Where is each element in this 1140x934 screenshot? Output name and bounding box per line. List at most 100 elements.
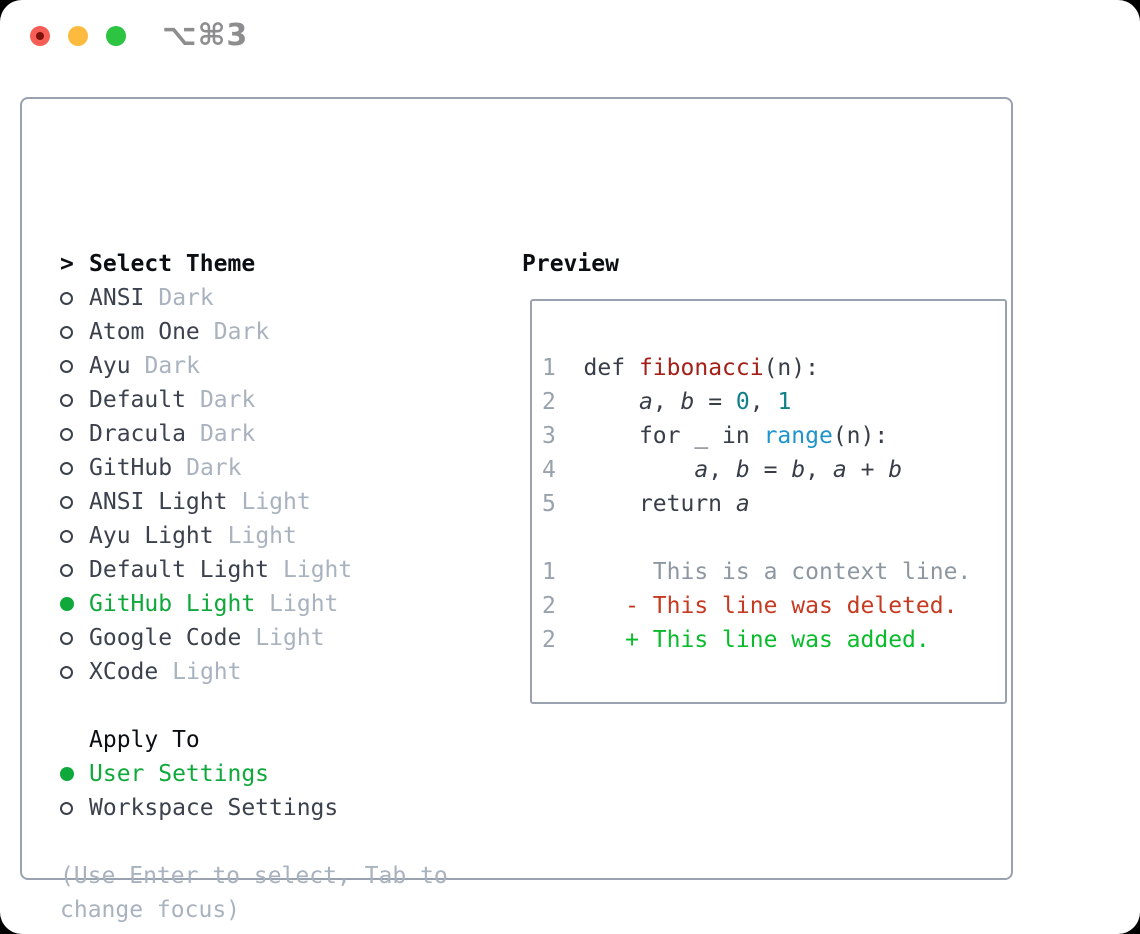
code-token: ,	[749, 389, 778, 415]
code-token: +	[846, 457, 889, 483]
theme-variant-tag: Dark	[199, 421, 256, 447]
select-theme-heading: Select Theme	[89, 251, 256, 277]
code-token	[556, 457, 694, 483]
minimize-button[interactable]	[68, 26, 88, 46]
theme-variant-tag: Dark	[199, 387, 256, 413]
code-line: 3 for _ in range(n):	[542, 419, 971, 453]
code-token: for _ in	[555, 423, 764, 449]
close-dot-icon	[36, 32, 44, 40]
spacer-row	[60, 825, 520, 859]
radio-icon	[60, 767, 74, 781]
code-token: =	[749, 457, 792, 483]
apply-option-workspace-settings[interactable]: Workspace Settings	[60, 791, 520, 825]
code-token: 1	[777, 389, 792, 415]
code-token: fibonacci	[638, 355, 764, 381]
code-token: + This line was added.	[625, 627, 930, 653]
theme-name: Default Light	[89, 557, 270, 583]
theme-variant-tag: Dark	[144, 353, 200, 379]
radio-marker	[60, 359, 89, 373]
radio-icon	[60, 631, 73, 645]
radio-marker	[60, 767, 89, 781]
radio-icon	[60, 427, 73, 441]
theme-name: Ayu	[89, 353, 131, 379]
code-line	[542, 521, 971, 555]
code-token: (n):	[763, 355, 819, 381]
preview-code: 1 def fibonacci(n): 2 a, b = 0, 1 3 for _ …	[542, 351, 971, 657]
radio-marker	[60, 665, 89, 679]
code-line: 5 return a	[542, 487, 971, 521]
radio-marker	[60, 393, 89, 407]
code-token: def	[555, 355, 639, 381]
code-token: 0	[735, 389, 750, 415]
theme-option-ayu[interactable]: Ayu Dark	[60, 349, 520, 383]
radio-marker	[60, 495, 89, 509]
theme-variant-tag: Light	[172, 659, 242, 685]
radio-icon	[60, 801, 73, 815]
code-token: =	[694, 389, 736, 415]
code-token: a	[638, 389, 653, 415]
radio-icon	[60, 495, 73, 509]
code-line: 2 + This line was added.	[542, 623, 971, 657]
code-line: 1 def fibonacci(n):	[542, 351, 971, 385]
line-number: 2	[542, 389, 556, 415]
theme-name: XCode	[89, 659, 159, 685]
code-token: range	[763, 423, 833, 449]
code-token: b	[680, 389, 695, 415]
theme-name: Atom One	[89, 319, 200, 345]
code-line: 2 - This line was deleted.	[542, 589, 971, 623]
apply-option-name: Workspace Settings	[89, 795, 339, 821]
radio-icon	[60, 359, 73, 373]
code-token	[556, 627, 625, 653]
radio-marker	[60, 631, 89, 645]
radio-marker	[60, 597, 89, 611]
code-token: This is a context line.	[555, 559, 972, 585]
apply-option-name: User Settings	[89, 761, 270, 787]
theme-option-default-light[interactable]: Default Light Light	[60, 553, 520, 587]
code-token: a	[735, 491, 750, 517]
line-number: 1	[542, 559, 556, 585]
radio-marker	[60, 291, 89, 305]
code-token: b	[888, 457, 903, 483]
radio-icon	[60, 529, 73, 543]
theme-variant-tag: Dark	[186, 455, 242, 481]
theme-name: Google Code	[89, 625, 242, 651]
line-number: 1	[542, 355, 556, 381]
theme-option-xcode[interactable]: XCode Light	[60, 655, 520, 689]
close-button[interactable]	[30, 26, 50, 46]
theme-name: Ayu Light	[89, 523, 214, 549]
zoom-button[interactable]	[106, 26, 126, 46]
radio-marker	[60, 801, 89, 815]
theme-option-github[interactable]: GitHub Dark	[60, 451, 520, 485]
code-token: ,	[652, 389, 681, 415]
theme-variant-tag: Light	[283, 557, 353, 583]
theme-variant-tag: Light	[269, 591, 339, 617]
theme-name: ANSI Light	[89, 489, 228, 515]
code-token: b	[735, 457, 750, 483]
window-title: ⌥⌘3	[162, 18, 249, 53]
radio-icon	[60, 325, 73, 339]
line-number: 2	[542, 627, 556, 653]
line-number: 2	[542, 593, 556, 619]
code-line: 1 This is a context line.	[542, 555, 971, 589]
radio-marker	[60, 563, 89, 577]
code-token: a	[832, 457, 847, 483]
select-theme-header: > Select Theme	[60, 247, 520, 281]
line-number: 5	[542, 491, 556, 517]
prompt-icon: >	[60, 251, 74, 277]
radio-icon	[60, 665, 73, 679]
apply-option-user-settings[interactable]: User Settings	[60, 757, 520, 791]
radio-icon	[60, 461, 73, 475]
help-text-line: (Use Enter to select, Tab to	[60, 863, 448, 889]
theme-name: GitHub	[89, 455, 173, 481]
